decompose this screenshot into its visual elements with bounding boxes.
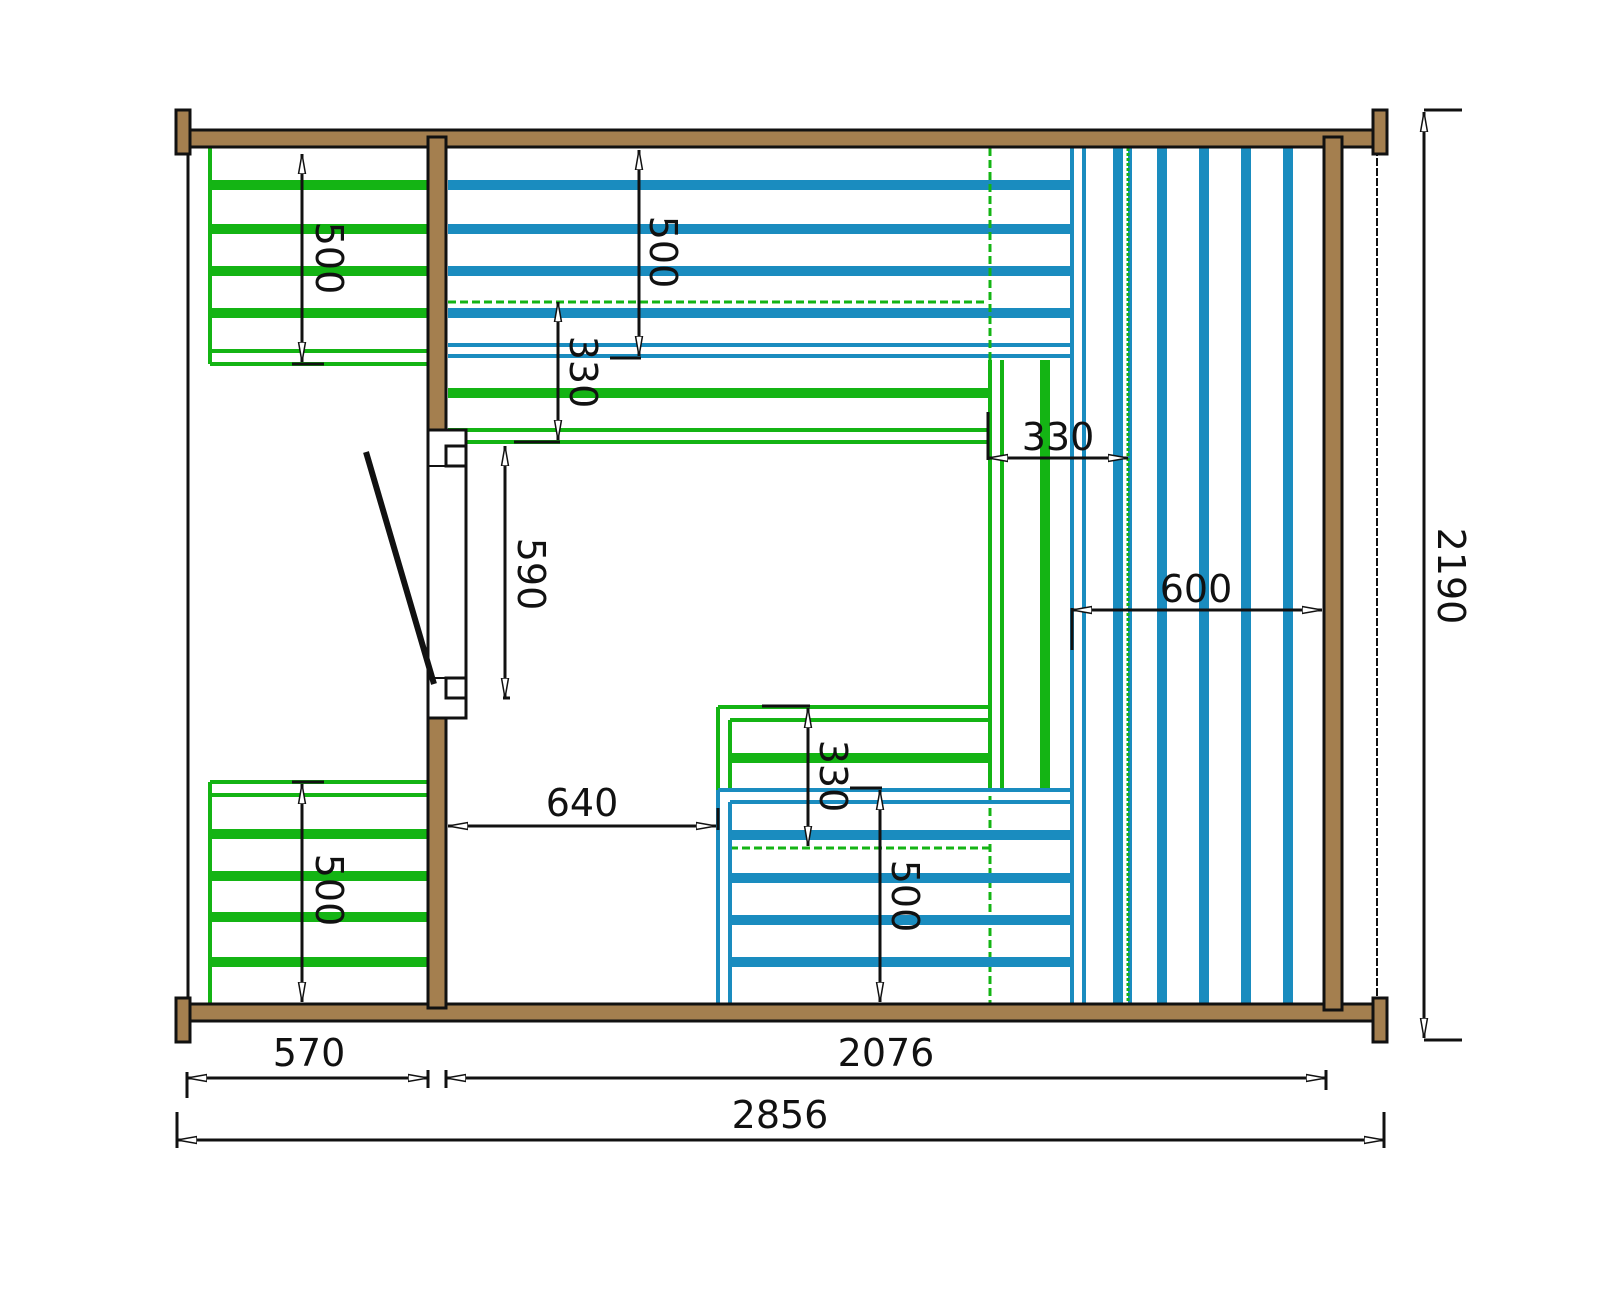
dim-side-step: 330 <box>1022 415 1095 459</box>
dim-total-height: 2190 <box>1429 528 1473 625</box>
dim-left-upper-bench: 500 <box>307 222 351 295</box>
door-leaf <box>363 451 437 685</box>
dim-main-room-width: 2076 <box>838 1031 935 1075</box>
left-upper-bench <box>208 148 428 366</box>
main-upper-bench <box>448 180 1072 358</box>
dim-upper-step: 330 <box>561 336 605 409</box>
wall-beams <box>174 108 1389 1044</box>
bottom-left-post <box>174 996 192 1044</box>
dimension-lines <box>175 108 1462 1148</box>
dim-main-upper-bench: 500 <box>641 216 685 289</box>
bottom-right-post <box>1371 996 1389 1044</box>
dim-right-bench: 600 <box>1160 567 1233 611</box>
dim-door-gap: 590 <box>509 538 553 611</box>
lower-bench <box>716 788 1072 1004</box>
dimension-labels: 500 500 330 590 330 600 330 500 500 640 … <box>273 216 1473 1137</box>
dim-passage: 640 <box>546 781 619 825</box>
dim-lower-bench: 500 <box>883 860 927 933</box>
right-post <box>1322 135 1344 1012</box>
dim-left-room-width: 570 <box>273 1031 346 1075</box>
bottom-wall-beam <box>181 1002 1382 1023</box>
dim-lower-step: 330 <box>811 740 855 813</box>
outer-walls <box>186 148 1378 1004</box>
right-bench <box>1070 148 1293 1004</box>
partition-upper <box>426 135 448 449</box>
top-right-post <box>1371 108 1389 156</box>
top-left-post <box>174 108 192 156</box>
left-lower-bench <box>208 780 428 1004</box>
top-wall-beam <box>181 128 1382 149</box>
partition-lower <box>426 698 448 1010</box>
main-upper-step <box>448 388 988 444</box>
door <box>363 428 468 720</box>
door-frame <box>426 428 468 720</box>
dim-total-width: 2856 <box>732 1093 829 1137</box>
dim-left-lower-bench: 500 <box>307 854 351 927</box>
